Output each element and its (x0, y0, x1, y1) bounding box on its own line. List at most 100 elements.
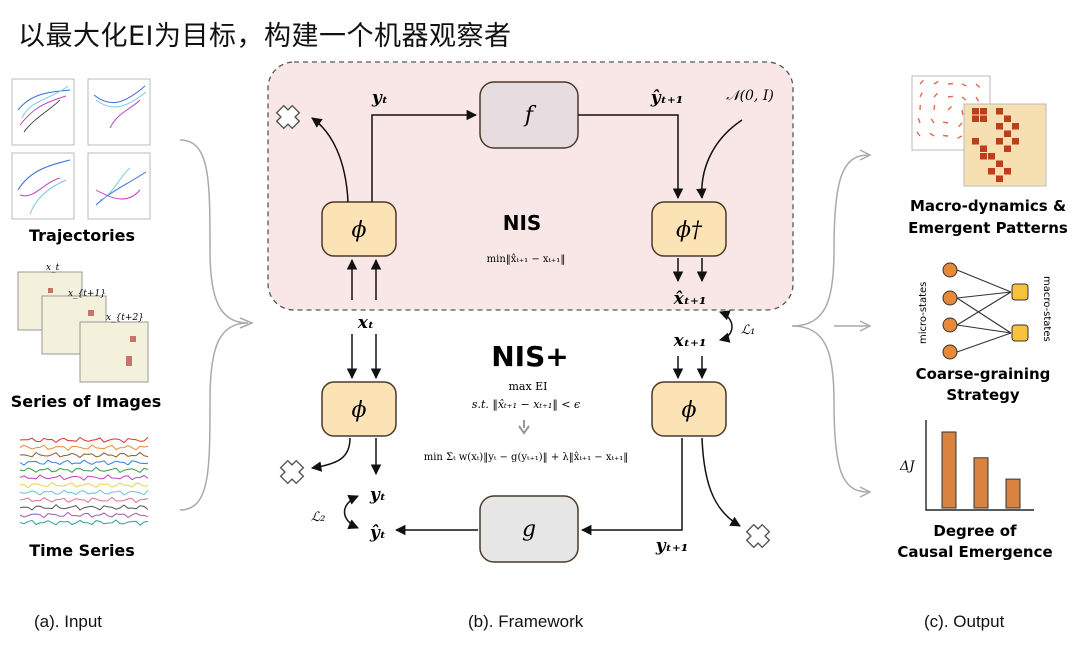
vector-field-arrow (929, 132, 935, 137)
time-series-line (19, 444, 149, 451)
g-reverse-dynamics-box (479, 495, 579, 563)
vector-field-arrow (919, 79, 924, 85)
vector-field-arrow (933, 104, 936, 111)
max-ei: max EI (508, 380, 547, 393)
discard-icon (279, 459, 305, 485)
image-series: x_t x_{t+1} x_{t+2} (17, 263, 149, 383)
time-series-line (19, 496, 149, 504)
time-series-line (19, 511, 149, 519)
macro-dynamics-label-1: Macro-dynamics & (910, 197, 1066, 215)
pattern-cell (996, 160, 1003, 167)
pattern-cell (988, 168, 995, 175)
micro-states-label: micro-states (918, 282, 929, 344)
nis-plus-label: NIS+ (491, 340, 568, 373)
coarse-graining-label-1: Coarse-graining (916, 365, 1051, 383)
macro-states-label: macro-states (1041, 276, 1052, 342)
coarse-graining-edge (956, 332, 1012, 353)
coarse-graining-edge (956, 291, 1012, 326)
time-series-line (19, 519, 149, 526)
x-hat-t1-label: x̂ₜ₊₁ (673, 289, 707, 309)
page-title: 以最大化EI为目标，构建一个机器观察者 (18, 21, 512, 52)
pattern-cell (996, 138, 1003, 145)
vector-field-arrow (961, 83, 967, 87)
nis-plus-loss: min Σₜ w(xₜ)‖yₜ − g(yₜ₊₁)‖ + λ‖x̂ₜ₊₁ − x… (424, 452, 629, 463)
pattern-cell (980, 108, 987, 115)
time-series-line (19, 459, 149, 466)
phi-dagger-box (651, 201, 727, 257)
nis-objective: min‖x̂ₜ₊₁ − xₜ₊₁‖ (487, 254, 566, 265)
input-bracket (179, 139, 249, 511)
output-bracket (791, 154, 869, 493)
pattern-cell (980, 115, 987, 122)
output-caption: (c). Output (924, 612, 1005, 631)
vector-field-arrow (933, 92, 938, 98)
noise-label: 𝒩(0, I) (726, 88, 774, 104)
causal-emergence-chart: ΔJ (899, 420, 1034, 511)
coarse-graining-edge (956, 324, 1012, 334)
vector-field-arrow (975, 96, 980, 102)
trajectory-panels (11, 78, 151, 220)
vector-field-arrow (957, 135, 963, 139)
phi-right-label: ϕ (682, 398, 697, 423)
vector-field-arrow (947, 106, 952, 111)
vector-field-arrow (958, 122, 963, 128)
macro-dynamics-label-2: Emergent Patterns (908, 219, 1068, 237)
vector-field-arrow (961, 109, 964, 116)
discard-icon (275, 104, 301, 130)
pattern-cell (996, 108, 1003, 115)
pattern-cell (996, 175, 1003, 182)
time-series-line (19, 474, 149, 481)
phi-encoder-box (321, 201, 397, 257)
pattern-cell (1004, 130, 1011, 137)
framework-caption: (b). Framework (468, 612, 584, 631)
time-series-plot (19, 436, 149, 526)
causal-emergence-bar (973, 457, 989, 509)
vector-field-arrow (975, 83, 981, 88)
img-label-xt: x_t (46, 263, 60, 273)
degree-label-2: Causal Emergence (897, 543, 1052, 561)
time-series-line (19, 489, 149, 496)
pattern-cell (996, 123, 1003, 130)
x-t-label: xₜ (357, 313, 374, 333)
y-hat-t1-label: ŷₜ₊₁ (650, 88, 684, 108)
phi-dagger-label: ϕ† (676, 218, 703, 243)
vector-field-arrow (942, 121, 949, 124)
phi-encoder-right-box (651, 381, 727, 437)
nis-label: NIS (503, 211, 542, 235)
coarse-graining-edge (956, 297, 1012, 334)
time-series-line (19, 451, 149, 459)
framework-arrows (310, 109, 743, 536)
pattern-cell (972, 138, 979, 145)
input-caption: (a). Input (34, 612, 103, 631)
pattern-cell (980, 145, 987, 152)
trajectories-label: Trajectories (29, 226, 135, 245)
time-series-line (19, 436, 149, 444)
pattern-cell (1012, 138, 1019, 145)
constraint: s.t. ‖x̂ₜ₊₁ − xₜ₊₁‖ < ϵ (472, 398, 580, 412)
x-t1-label: xₜ₊₁ (673, 331, 707, 351)
time-series-line (19, 466, 149, 474)
discard-icon (745, 523, 771, 549)
vector-field-arrow (917, 118, 921, 124)
degree-label-1: Degree of (933, 522, 1017, 540)
macro-dynamics-image (911, 75, 1047, 187)
phi-encoder-lower-box (321, 381, 397, 437)
vector-field-arrow (916, 131, 921, 137)
series-of-images-label: Series of Images (11, 392, 161, 411)
y-t1-label: yₜ₊₁ (655, 536, 689, 556)
time-series-line (19, 481, 149, 489)
causal-emergence-bar (1005, 478, 1021, 509)
g-label: g (522, 517, 536, 542)
causal-emergence-bar (941, 431, 957, 509)
pattern-cell (1004, 115, 1011, 122)
y-t-lower-label: yₜ (369, 485, 386, 505)
img-label-xt1: x_{t+1} (68, 289, 106, 299)
y-hat-t-label: ŷₜ (369, 523, 386, 543)
y-t-label: yₜ (371, 88, 388, 108)
pattern-cell (972, 108, 979, 115)
pattern-cell (1004, 168, 1011, 175)
delta-j-label: ΔJ (899, 459, 915, 474)
time-series-line (19, 504, 149, 511)
phi-label: ϕ (352, 218, 367, 243)
